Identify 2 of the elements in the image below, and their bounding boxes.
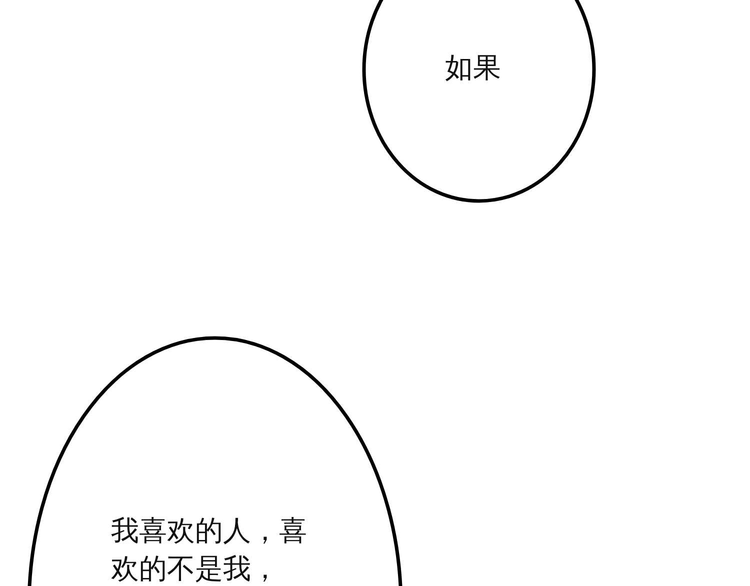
speech-text: 如果 <box>445 50 502 86</box>
speech-text: 我喜欢的人，喜欢的不是我， <box>111 513 308 586</box>
